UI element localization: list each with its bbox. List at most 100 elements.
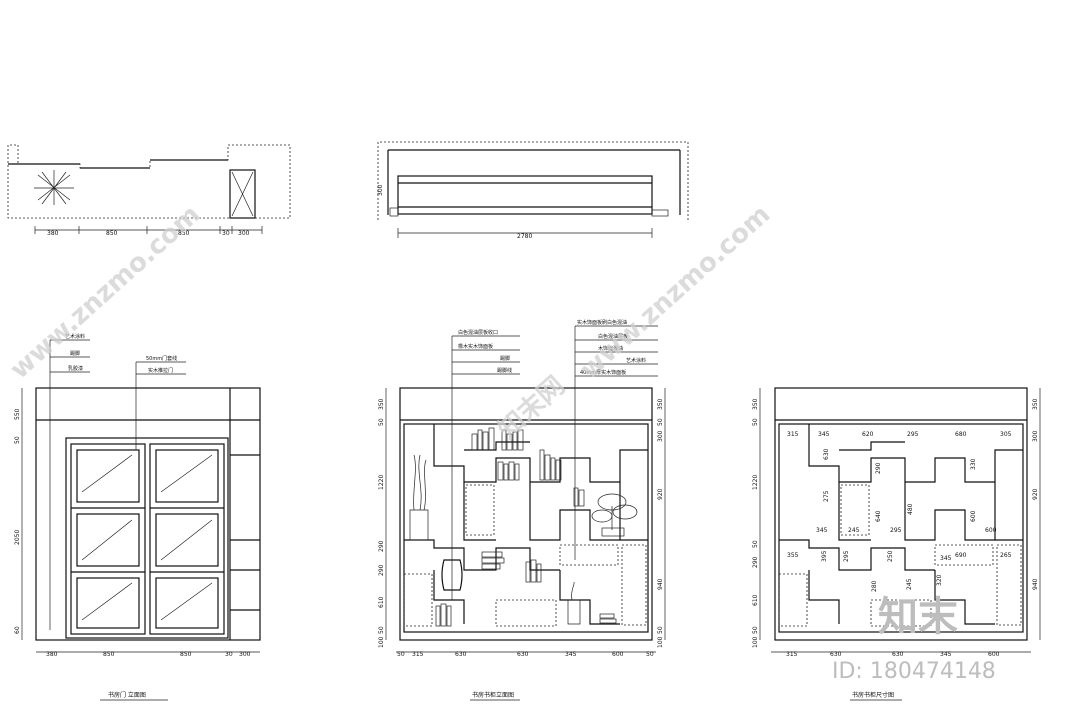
dim-text: 295 <box>843 550 850 562</box>
dim-text: 305 <box>1000 431 1012 438</box>
dim-text: 320 <box>936 574 943 586</box>
dim-text: 345 <box>818 431 830 438</box>
dim-text: 100 <box>657 636 664 648</box>
books-icon <box>435 427 617 627</box>
note-text: 踢脚线 <box>497 367 512 374</box>
dim-text: 30 <box>225 651 233 658</box>
dim-text: 50 <box>752 540 759 548</box>
note-text: 实木推拉门 <box>148 367 173 374</box>
plant-symbol-icon <box>34 170 74 205</box>
dim-text: 50 <box>752 626 759 634</box>
watermark-brand: 知末网 <box>0 371 1 445</box>
watermark-brand: 知末网 <box>493 371 571 445</box>
dim-text: 630 <box>455 651 467 658</box>
dim-text: 640 <box>875 510 882 522</box>
dim-text: 245 <box>848 527 860 534</box>
branch-icon <box>413 454 427 511</box>
dim-text: 290 <box>378 564 385 576</box>
watermark-logo: 知末 <box>878 594 958 640</box>
dim-text: 290 <box>875 462 882 474</box>
dim-text: 920 <box>1032 488 1039 500</box>
dim-text: 850 <box>180 651 192 658</box>
dim-text: 610 <box>378 596 385 608</box>
dim-text: 630 <box>823 448 830 460</box>
dim-text: 850 <box>178 230 190 237</box>
dim-text: 315 <box>786 651 798 658</box>
dim-text: 300 <box>657 430 664 442</box>
dim-text: 350 <box>657 398 664 410</box>
dim-text: 50 <box>14 436 21 444</box>
dim-text: 30 <box>222 230 230 237</box>
dim-text: 480 <box>907 503 914 515</box>
dim-text: 50 <box>752 418 759 426</box>
dim-text: 2050 <box>14 530 21 545</box>
note-text: 踢脚 <box>500 355 510 362</box>
dim-text: 350 <box>1032 398 1039 410</box>
dim-text: 600 <box>988 651 1000 658</box>
dim-text: 630 <box>517 651 529 658</box>
dim-text: 295 <box>907 431 919 438</box>
dim-text: 380 <box>46 651 58 658</box>
drawing-title: 书房书柜尺寸图 <box>852 691 894 699</box>
dim-text: 100 <box>378 636 385 648</box>
dim-text: 940 <box>657 578 664 590</box>
dim-text: 850 <box>106 230 118 237</box>
dim-text: 100 <box>752 636 759 648</box>
dim-text: 50 <box>378 626 385 634</box>
dim-text: 550 <box>14 408 21 420</box>
note-text: 白色混油层板收口 <box>458 329 498 336</box>
elevation-bookcase-dimensions: 315 345 620 295 680 305 630 290 275 245 … <box>752 387 1041 701</box>
watermark-id: ID: 180474148 <box>832 659 996 684</box>
note-text: 橡木实木饰面板 <box>458 343 493 350</box>
dim-text: 630 <box>892 651 904 658</box>
note-text: 50mm门套线 <box>146 355 177 362</box>
dim-text: 630 <box>830 651 842 658</box>
dim-text: 300 <box>238 230 250 237</box>
drawing-title: 书房书柜立面图 <box>472 691 514 699</box>
elevation-bookcase: 白色混油层板收口 橡木实木饰面板 踢脚 踢脚线 实木饰面板刷白色混油 白色混油层… <box>378 319 666 701</box>
dim-text: 250 <box>887 550 894 562</box>
dim-text: 300 <box>239 651 251 658</box>
dim-text: 355 <box>787 552 799 559</box>
dim-text: 315 <box>412 651 424 658</box>
note-text: 踢脚 <box>70 350 80 357</box>
note-text: 白色混油层板 <box>598 333 628 340</box>
dim-text: 50 <box>646 651 654 658</box>
dim-text: 60 <box>14 626 21 634</box>
dim-text: 850 <box>103 651 115 658</box>
dim-text: 50 <box>657 418 664 426</box>
dim-text: 2780 <box>517 233 532 240</box>
dim-text: 265 <box>1000 552 1012 559</box>
vase-icon <box>441 559 463 591</box>
dim-text: 345 <box>565 651 577 658</box>
dim-text: 690 <box>955 552 967 559</box>
dim-text: 275 <box>823 490 830 502</box>
dim-text: 300 <box>1032 430 1039 442</box>
dim-text: 290 <box>752 556 759 568</box>
dim-text: 600 <box>970 510 977 522</box>
note-text: 乳胶漆 <box>68 365 83 372</box>
dim-text: 300 <box>377 184 384 196</box>
dim-text: 280 <box>871 580 878 592</box>
dim-text: 290 <box>378 540 385 552</box>
note-text: 艺术涂料 <box>65 333 85 340</box>
plan-view-bookcase: 2780 300 <box>377 141 689 240</box>
plan-view-door-wall: 380 850 850 30 300 <box>7 144 291 237</box>
dim-text: 680 <box>955 431 967 438</box>
dim-text: 330 <box>970 458 977 470</box>
dim-text: 345 <box>940 651 952 658</box>
dim-text: 50 <box>397 651 405 658</box>
note-text: 40mm厚实木饰面板 <box>580 369 626 376</box>
dim-text: 600 <box>985 527 997 534</box>
plant-icon <box>567 581 581 625</box>
bonsai-icon <box>591 493 638 537</box>
dim-text: 600 <box>612 651 624 658</box>
drawing-title: 书房门 立面图 <box>108 691 146 699</box>
dim-text: 920 <box>657 488 664 500</box>
dim-text: 620 <box>862 431 874 438</box>
dim-text: 315 <box>787 431 799 438</box>
dim-text: 395 <box>821 550 828 562</box>
dim-text: 345 <box>940 555 952 562</box>
watermark-text: www.znzmo.com <box>575 199 777 385</box>
